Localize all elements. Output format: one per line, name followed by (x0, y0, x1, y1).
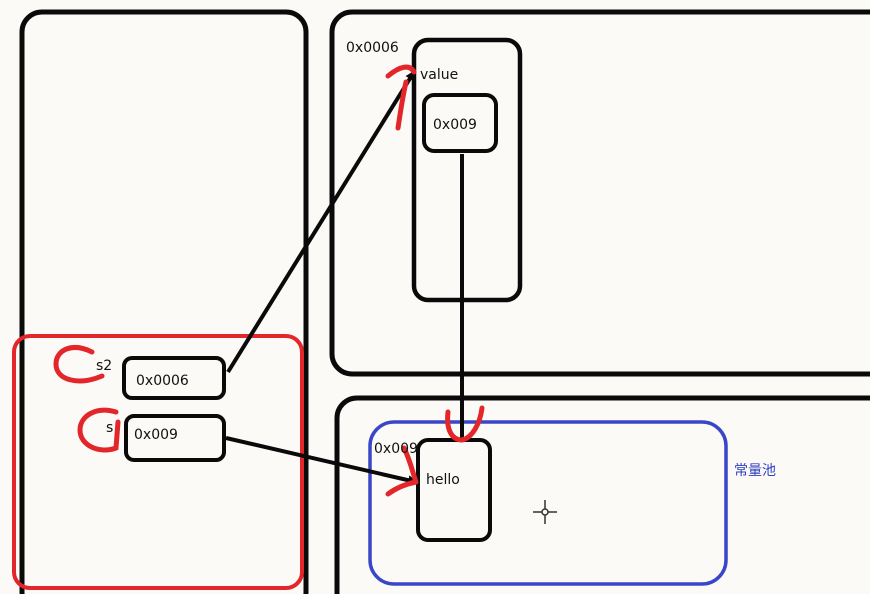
red-circle-s2 (53, 345, 105, 384)
constant-pool-box (368, 420, 728, 586)
stack-var-value-s2: 0x0006 (136, 373, 189, 389)
red-arrowhead-hello-left (385, 445, 419, 497)
heap-region (329, 9, 870, 377)
stack-var-name-s: s (106, 420, 114, 436)
stack-highlight-frame (12, 334, 304, 590)
constant-pool-label: 常量池 (734, 463, 776, 479)
crosshair-cursor-icon (533, 500, 557, 524)
heap-field-value: 0x009 (433, 117, 477, 133)
pool-entry-address: 0x009 (374, 441, 418, 457)
heap-object-box (411, 37, 523, 303)
hello-cell (416, 438, 492, 542)
stack-var-value-s: 0x009 (134, 427, 178, 443)
stack-cell-s (124, 414, 226, 462)
red-circle-s (77, 407, 121, 453)
stack-cell-s2 (122, 356, 226, 400)
heap-value-cell (422, 93, 498, 153)
red-arrowhead-hello-top (445, 405, 485, 443)
red-arrowhead-heap (385, 64, 417, 131)
heap-field-label: value (420, 67, 459, 83)
pointer-s2-to-heap (226, 70, 416, 374)
heap-object-address: 0x0006 (346, 40, 399, 56)
pool-entry-value: hello (426, 472, 460, 488)
method-area-region (334, 395, 870, 594)
stack-var-name-s2: s2 (96, 358, 113, 374)
pointer-s-to-hello (225, 436, 418, 486)
stack-region (19, 9, 309, 594)
